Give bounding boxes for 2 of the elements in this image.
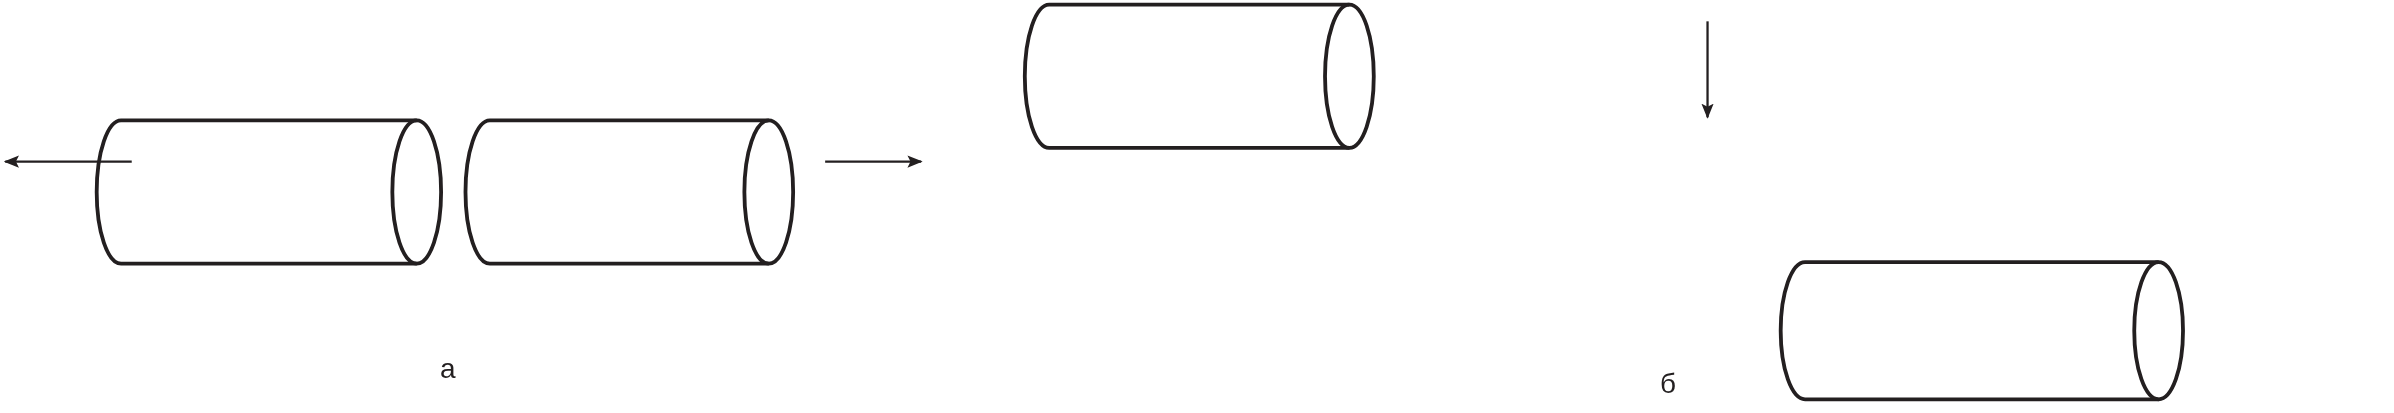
panel-label: б — [1660, 370, 1677, 398]
panel-label: а — [440, 355, 456, 383]
